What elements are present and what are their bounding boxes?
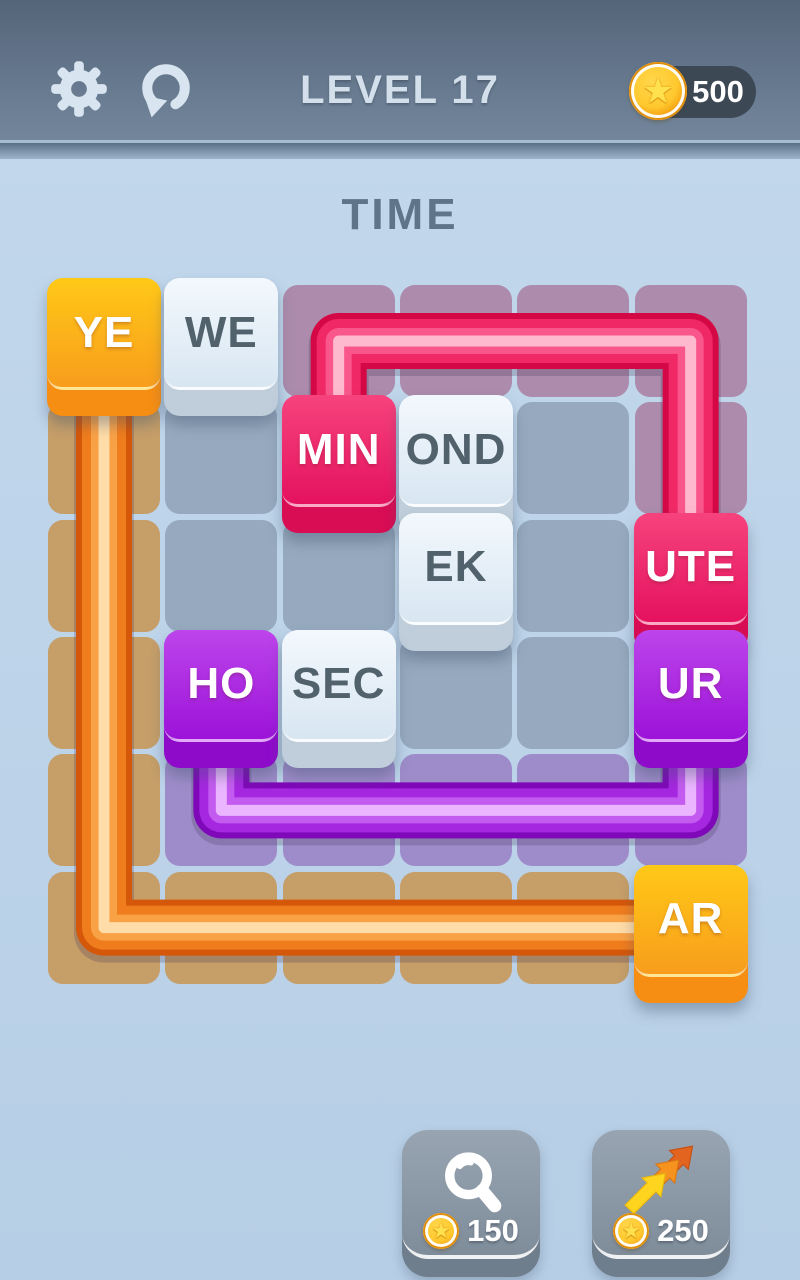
grid-cell-1-5 <box>634 402 747 515</box>
grid-cell-5-1 <box>165 871 278 984</box>
grid-cell-2-0 <box>48 519 160 632</box>
tile-label: SEC <box>291 659 386 709</box>
gear-icon <box>51 61 107 117</box>
restart-button[interactable] <box>136 58 196 118</box>
tile-ar[interactable]: AR <box>633 864 748 1003</box>
triple-arrows-icon <box>592 1140 730 1224</box>
topbar-divider <box>0 140 800 143</box>
topbar-shadow <box>0 143 800 159</box>
tile-label: WE <box>184 307 258 357</box>
tile-ho[interactable]: HO <box>164 629 279 768</box>
grid-cell-5-3 <box>399 871 512 984</box>
grid-cell-3-0 <box>48 636 160 749</box>
hint-cost: 150 <box>467 1213 519 1248</box>
settings-button[interactable] <box>50 60 108 118</box>
boost-button[interactable]: ★ 250 <box>592 1130 730 1277</box>
tile-label: UR <box>657 659 724 709</box>
tile-face: AR <box>633 864 748 977</box>
tile-label: UTE <box>645 542 737 592</box>
grid-cell-5-4 <box>517 871 630 984</box>
tile-face: UR <box>633 629 748 742</box>
grid-cell-4-3 <box>399 754 512 867</box>
grid-cell-4-0 <box>48 754 160 867</box>
grid-cell-0-2 <box>282 285 395 397</box>
grid-cell-1-1 <box>165 402 278 515</box>
tile-face: UTE <box>633 512 748 625</box>
grid-cell-5-2 <box>282 871 395 984</box>
top-bar: LEVEL 17 ★ 500 <box>0 0 800 140</box>
grid-cell-0-5 <box>634 285 747 397</box>
level-title: LEVEL 17 <box>300 68 500 112</box>
tile-face: OND <box>398 395 513 508</box>
boost-cost: 250 <box>657 1213 709 1248</box>
grid-cell-0-4 <box>517 285 630 397</box>
puzzle-board: YE WE MIN OND EK UTE HO SEC UR AR <box>47 278 748 1003</box>
tile-face: WE <box>164 278 279 390</box>
tile-face: EK <box>398 512 513 625</box>
tile-ek[interactable]: EK <box>398 512 513 651</box>
grid-cell-2-2 <box>282 519 395 632</box>
tile-face: HO <box>164 629 279 742</box>
tile-label: YE <box>73 307 135 357</box>
grid-cell-4-5 <box>634 754 747 867</box>
coin-badge[interactable]: ★ 500 <box>629 62 756 120</box>
coin-icon: ★ <box>629 62 687 120</box>
tile-label: MIN <box>296 424 381 474</box>
tile-face: SEC <box>281 629 396 742</box>
boost-cost-row: ★ 250 <box>592 1213 730 1249</box>
tile-label: OND <box>405 424 507 474</box>
grid-cell-0-3 <box>399 285 512 397</box>
grid-cell-4-2 <box>282 754 395 867</box>
tile-label: EK <box>424 542 488 592</box>
coin-icon: ★ <box>613 1213 650 1249</box>
grid-cell-3-3 <box>399 636 512 749</box>
tile-ye[interactable]: YE <box>47 278 161 416</box>
tile-label: HO <box>187 659 256 709</box>
hint-cost-row: ★ 150 <box>402 1213 540 1249</box>
grid-cell-4-1 <box>165 754 278 867</box>
tile-sec[interactable]: SEC <box>281 629 396 768</box>
grid-cell-2-1 <box>165 519 278 632</box>
tile-face: YE <box>47 278 161 390</box>
grid-cell-4-4 <box>517 754 630 867</box>
restart-icon <box>142 64 190 118</box>
grid-cell-2-4 <box>517 519 630 632</box>
tile-label: AR <box>657 894 724 944</box>
category-title: TIME <box>341 190 459 239</box>
hint-button[interactable]: ★ 150 <box>402 1130 540 1277</box>
coin-count: 500 <box>692 74 744 109</box>
grid-cell-1-4 <box>517 402 630 515</box>
coin-icon: ★ <box>423 1213 460 1249</box>
grid-cell-3-4 <box>517 636 630 749</box>
magnifier-icon <box>402 1140 540 1224</box>
tile-we[interactable]: WE <box>164 278 279 416</box>
grid-cell-1-0 <box>48 402 160 515</box>
tile-face: MIN <box>281 395 396 508</box>
tile-min[interactable]: MIN <box>281 395 396 534</box>
tile-ur[interactable]: UR <box>633 629 748 768</box>
grid-cell-5-0 <box>48 871 160 984</box>
